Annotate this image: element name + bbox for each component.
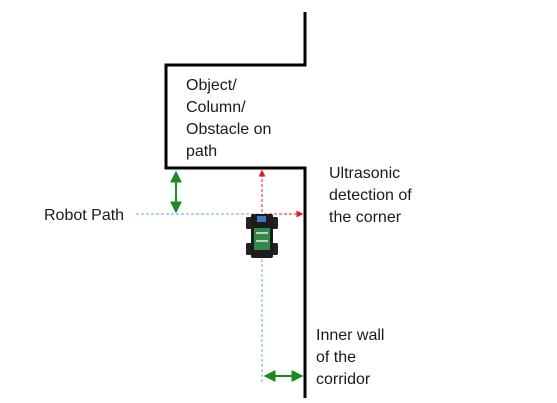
ultrasonic-label-line: the corner — [329, 209, 402, 226]
obstacle-label-line: Obstacle on — [186, 121, 272, 138]
inner-wall-label-line: Inner wall — [316, 327, 385, 344]
obstacle-label-line: Object/ — [186, 77, 237, 94]
inner-wall-label: Inner wall of the corridor — [316, 325, 384, 391]
obstacle-label-line: path — [186, 143, 218, 160]
robot-path-label: Robot Path — [44, 207, 125, 224]
obstacle-label-line: Column/ — [186, 99, 246, 116]
upper-wall — [164, 12, 307, 398]
obstacle-label: Object/ Column/ Obstacle on path — [186, 75, 271, 163]
ultrasonic-label-line: Ultrasonic — [329, 165, 401, 182]
ultrasonic-label: Ultrasonic detection of the corner — [329, 163, 412, 229]
inner-wall-label-line: corridor — [316, 371, 371, 388]
robot-car-icon — [246, 214, 278, 258]
inner-wall-label-line: of the — [316, 349, 357, 366]
ultrasonic-label-line: detection of — [329, 187, 412, 204]
